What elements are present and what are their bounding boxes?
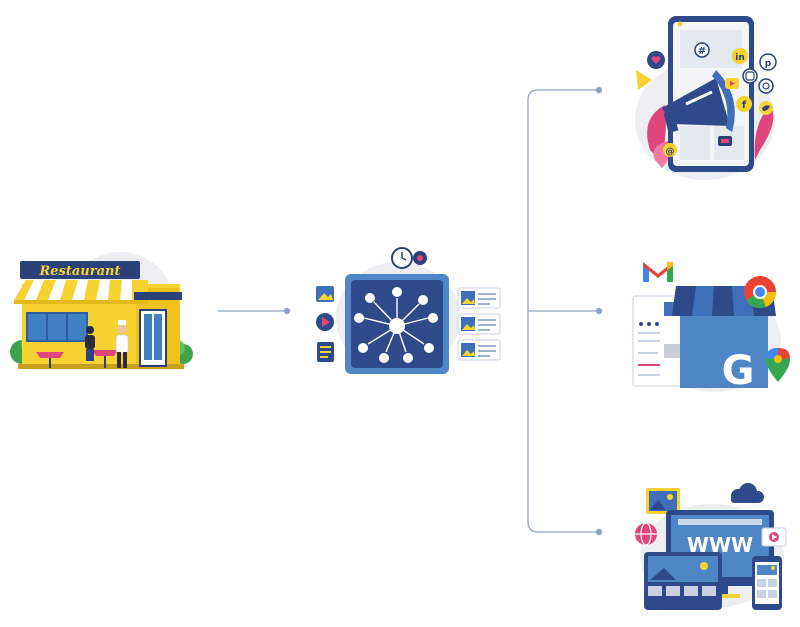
heart-icon [647, 51, 665, 69]
hub-illustration [316, 247, 501, 374]
chef-person [115, 320, 129, 368]
connector-dot-website [595, 528, 603, 536]
gmail-icon [643, 260, 673, 282]
svg-text:p: p [765, 59, 772, 69]
refresh-icon [758, 78, 774, 94]
cloud-icon [731, 483, 764, 503]
chrome-icon [744, 276, 777, 309]
restaurant-sign [20, 261, 140, 279]
google-storefront [680, 306, 768, 388]
photo-card-icon [646, 488, 680, 514]
svg-text:@: @ [666, 147, 675, 157]
facebook-icon: f [736, 96, 752, 112]
pinterest-icon: p [759, 53, 777, 71]
social-media-illustration: # in f p [635, 16, 777, 180]
leaf-right [754, 105, 774, 160]
twitter-icon [759, 101, 773, 115]
chat-bubble-icon [718, 136, 732, 146]
svg-text:#: # [698, 46, 706, 57]
table-left [36, 352, 64, 358]
svg-text:in: in [735, 53, 745, 63]
connector-hub-to-branches [527, 89, 598, 533]
notification-badge-icon [413, 251, 427, 265]
alert-triangle-icon [636, 70, 652, 90]
image-icon [316, 286, 334, 302]
maps-pin-icon [766, 348, 790, 382]
diner-person [85, 326, 95, 361]
connector-dot-business [595, 307, 603, 315]
linkedin-icon: in [732, 48, 748, 64]
restaurant-illustration: Restaurant [10, 252, 193, 369]
restaurant-sign-text: Restaurant [38, 264, 120, 279]
website-illustration: WWW [635, 483, 787, 610]
globe-icon [635, 522, 657, 546]
restaurant-door [139, 309, 167, 367]
at-icon: @ [663, 143, 677, 157]
business-profile-illustration: G [632, 260, 790, 394]
table-right [92, 350, 118, 356]
svg-text:f: f [742, 100, 747, 111]
content-card-3 [457, 339, 501, 361]
play-icon [316, 313, 334, 331]
document-icon [317, 342, 334, 362]
connector-dot-restaurant [283, 307, 291, 315]
video-player-icon [761, 527, 787, 547]
connector-dots [283, 86, 603, 536]
content-card-1 [457, 287, 501, 309]
instagram-icon [742, 68, 758, 84]
hashtag-icon: # [694, 42, 710, 58]
megaphone-icon [662, 70, 735, 133]
google-logo: G [722, 348, 755, 394]
youtube-icon [725, 78, 739, 89]
connectors [218, 89, 598, 533]
clock-icon [391, 247, 413, 269]
content-card-2 [457, 313, 501, 335]
connector-dot-social [595, 86, 603, 94]
